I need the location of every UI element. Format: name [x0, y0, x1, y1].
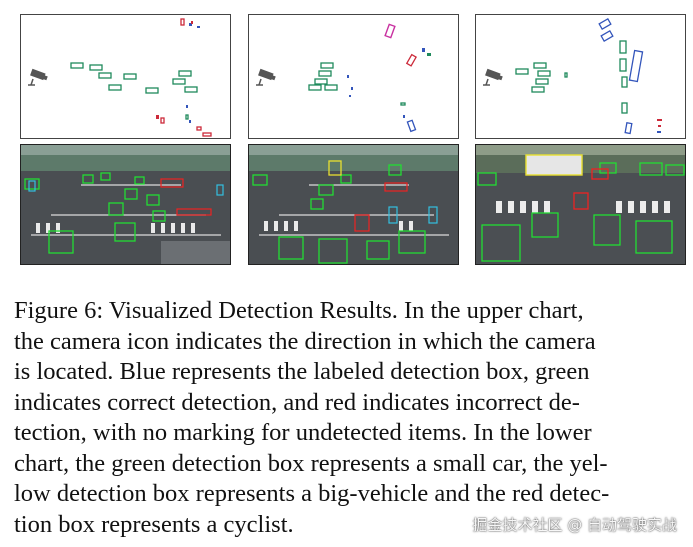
watermark: 掘金技术社区 @ 自动驾驶实战	[472, 516, 677, 534]
camera-view-3	[475, 144, 686, 265]
caption-line: the camera icon indicates the direction …	[14, 327, 596, 355]
bev-panel-2	[248, 14, 459, 139]
caption-line: tion box represents a cyclist.	[14, 510, 294, 538]
caption-line: chart, the green detection box represent…	[14, 449, 608, 477]
bev-panel-3	[475, 14, 686, 139]
camera-view-2	[248, 144, 459, 265]
camera-icon	[28, 68, 48, 86]
figure-caption: Figure 6: Visualized Detection Results. …	[14, 296, 682, 540]
camera-view-1	[20, 144, 231, 265]
camera-icon	[256, 68, 276, 86]
figure-6	[20, 14, 686, 265]
caption-line: indicates correct detection, and red ind…	[14, 388, 580, 416]
caption-line: tection, with no marking for undetected …	[14, 419, 592, 446]
camera-icon	[483, 68, 503, 86]
bev-panel-1	[20, 14, 231, 139]
caption-line: Figure 6: Visualized Detection Results. …	[14, 297, 584, 324]
caption-line: is located. Blue represents the labeled …	[14, 358, 590, 385]
caption-line: low detection box represents a big-vehic…	[14, 480, 610, 507]
